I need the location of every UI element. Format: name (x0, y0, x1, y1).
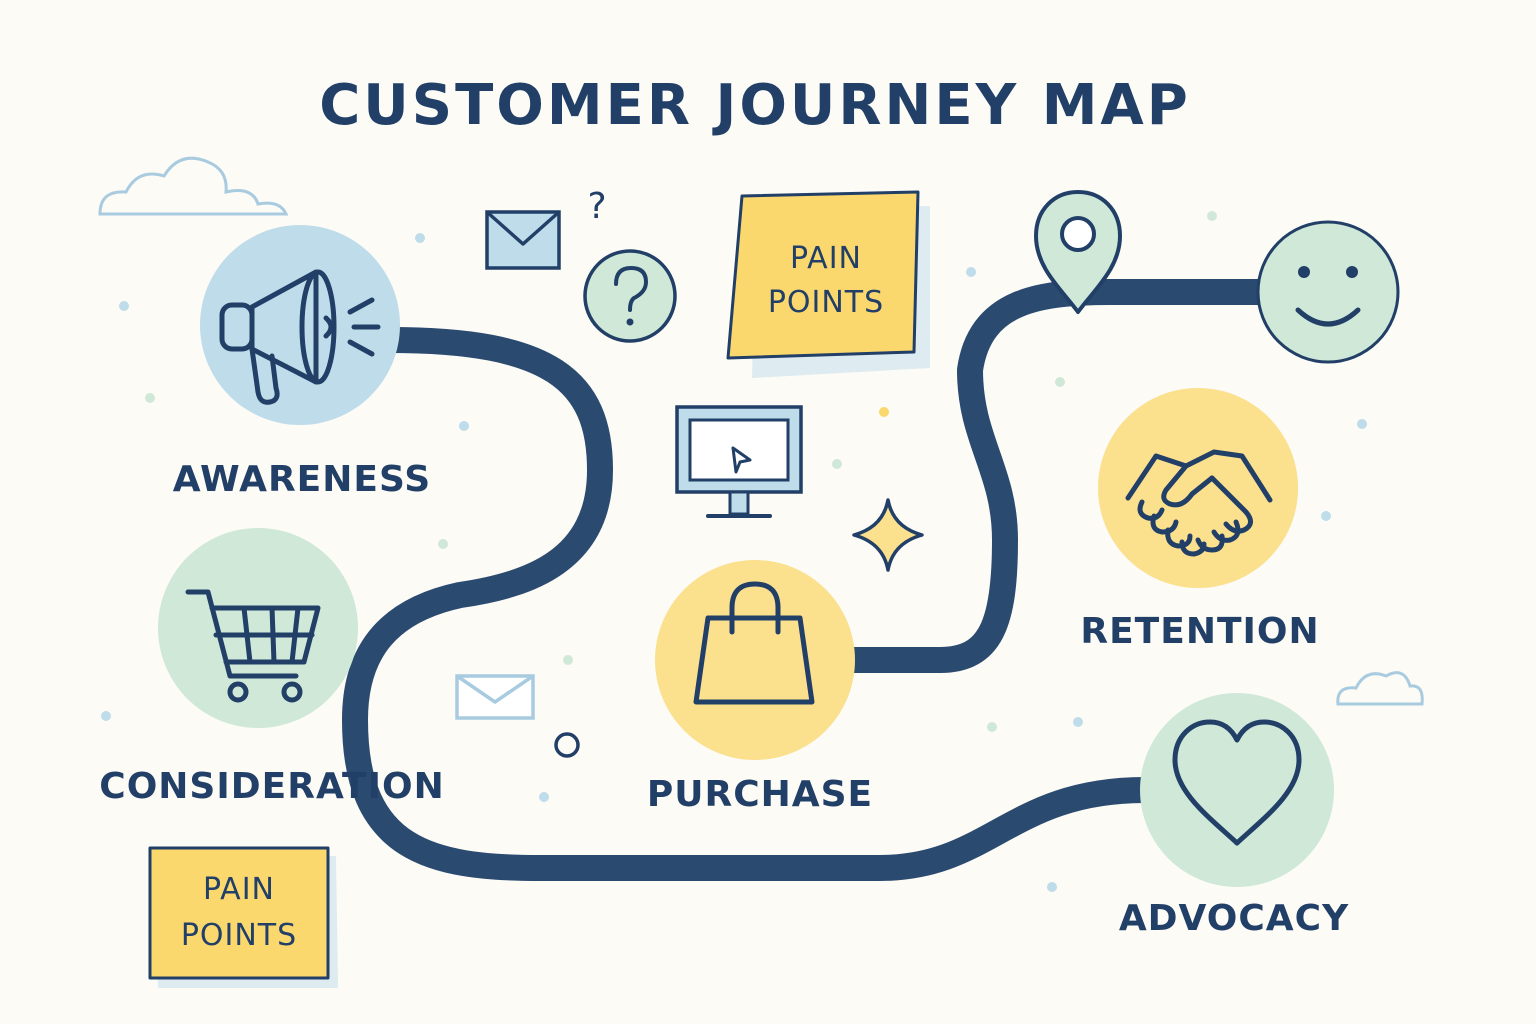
cloud-icon (1336, 671, 1424, 706)
pain-points-line1: PAIN (203, 872, 275, 907)
pain-points-line2: POINTS (768, 285, 884, 320)
cloud-icon (98, 156, 289, 216)
journey-path (342, 279, 1278, 881)
stage-label-purchase: PURCHASE (647, 774, 873, 815)
page-title: CUSTOMER JOURNEY MAP (319, 73, 1191, 138)
pain-points-line2: POINTS (181, 918, 297, 953)
monitor-icon (675, 405, 803, 518)
smiley-face-icon (1256, 220, 1400, 364)
stage-label-advocacy: ADVOCACY (1119, 898, 1349, 939)
stage-purchase: PURCHASE (647, 560, 873, 815)
pain-points-note: PAIN POINTS (148, 846, 338, 988)
decorative-ring (554, 732, 580, 758)
stage-consideration: CONSIDERATION (99, 528, 444, 807)
stage-label-retention: RETENTION (1080, 611, 1319, 652)
sparkle-icon (852, 498, 924, 572)
megaphone-icon (219, 269, 381, 405)
question-icon (583, 249, 677, 343)
stage-label-consideration: CONSIDERATION (99, 766, 444, 807)
question-mark-text: ? (587, 186, 606, 227)
shopping-bag-icon (693, 581, 815, 705)
location-pin-icon (1034, 190, 1122, 314)
shopping-cart-icon (185, 589, 321, 703)
stage-label-awareness: AWARENESS (173, 459, 431, 500)
heart-icon (1172, 719, 1302, 846)
stage-awareness: AWARENESS (173, 225, 431, 500)
stage-retention: RETENTION (1080, 388, 1319, 652)
stage-advocacy: ADVOCACY (1119, 693, 1349, 939)
pain-points-line1: PAIN (790, 241, 862, 276)
decorative-dots (101, 211, 1367, 892)
handshake-icon (1125, 449, 1273, 557)
envelope-icon (455, 674, 535, 720)
envelope-icon (485, 210, 561, 270)
pain-points-note: PAIN POINTS (726, 190, 930, 378)
